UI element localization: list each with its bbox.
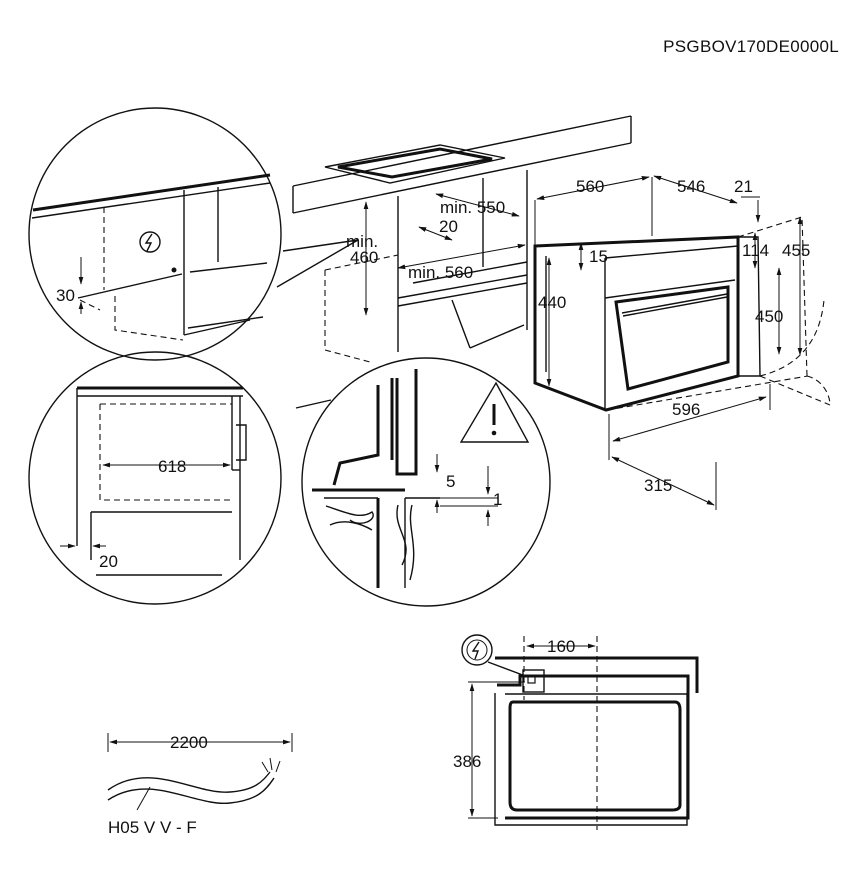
socket-point — [171, 267, 177, 273]
document-code: PSGBOV170DE0000L — [663, 37, 839, 56]
oven-inner-height-label: 450 — [755, 307, 783, 326]
niche-min-height-label-2: 460 — [350, 248, 378, 267]
top-offset-label: 114 — [742, 241, 769, 260]
rear-panel — [508, 700, 682, 812]
cable: 2200 H05 V V - F — [107, 733, 293, 837]
interior-width-label: 618 — [158, 457, 186, 476]
detail-circle-interior: 618 20 — [28, 351, 282, 605]
cable-length-label: 2200 — [170, 733, 208, 752]
niche-min-depth-label: min. 550 — [440, 198, 505, 217]
alignment-gap-label: 5 — [446, 472, 455, 491]
detail-circle-socket: 30 — [28, 107, 359, 361]
niche-min-width-label: min. 560 — [408, 263, 473, 282]
socket-height-label: 30 — [56, 286, 75, 305]
socket-offset-label: 160 — [547, 637, 575, 656]
oven-handle — [622, 296, 728, 317]
detail-circle-alignment: 5 1 — [301, 299, 551, 607]
oven-body-depth-label: 546 — [677, 177, 705, 196]
socket-drop-label: 386 — [453, 752, 481, 771]
front-depth-label: 315 — [644, 476, 672, 495]
cutout-height-label: 440 — [538, 293, 566, 312]
hob-glass — [337, 147, 493, 179]
cable-type-label: H05 V V - F — [108, 818, 197, 837]
alignment-offset-label: 1 — [493, 490, 502, 509]
oven-dimensions: 560 546 21 455 450 114 15 440 596 315 — [534, 175, 810, 510]
niche-gap-label: 20 — [439, 217, 458, 236]
niche-min-height-label-1: min. — [346, 232, 378, 251]
warning-triangle-icon — [459, 381, 530, 443]
countertop-cabinet — [292, 115, 632, 409]
power-socket-icon-rear — [461, 634, 493, 666]
oven-door-glass — [614, 285, 730, 391]
front-thickness-label: 21 — [734, 177, 753, 196]
rear-view: 160 386 — [453, 636, 699, 830]
niche-dimensions: min. 460 min. 550 20 min. 560 — [346, 193, 526, 316]
oven-height-label: 455 — [782, 241, 810, 260]
oven-width-label: 596 — [672, 400, 700, 419]
oven-front — [533, 235, 740, 412]
power-socket-icon — [139, 231, 161, 253]
hob-outline — [324, 144, 506, 184]
oven-depth-label: 560 — [576, 177, 604, 196]
side-gap-label: 20 — [99, 552, 118, 571]
socket-box — [522, 669, 545, 693]
vent-gap-label: 15 — [589, 247, 608, 266]
